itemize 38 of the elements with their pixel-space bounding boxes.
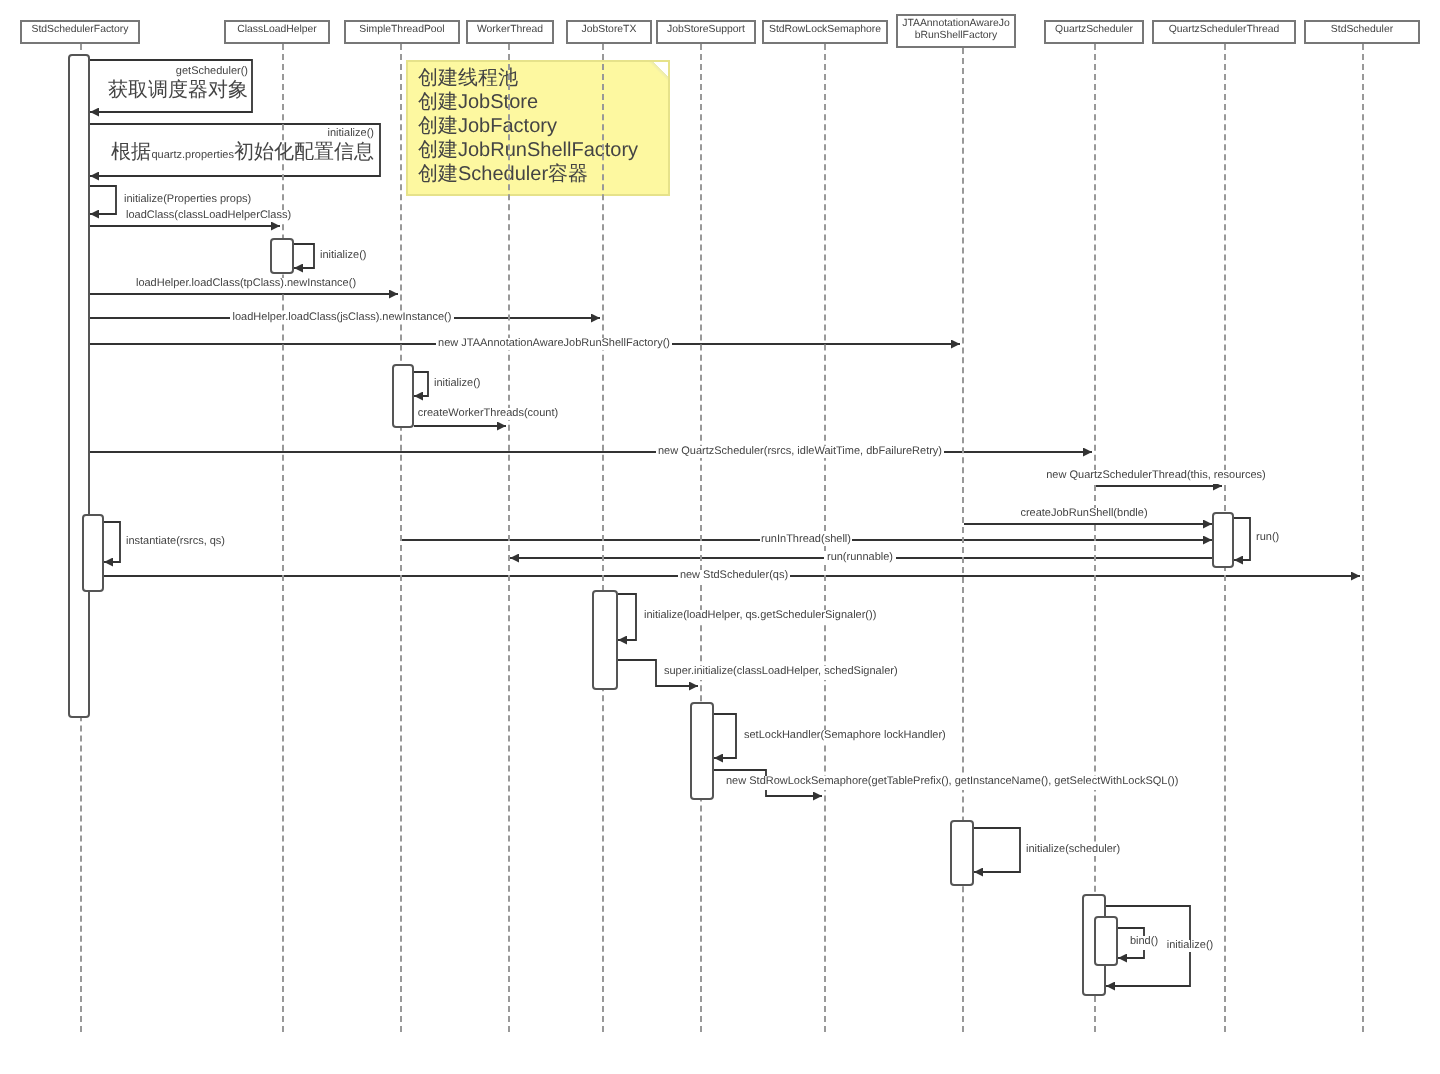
message-arrow xyxy=(713,769,823,801)
self-call-arrow xyxy=(1233,517,1251,565)
self-call-arrow xyxy=(413,371,429,401)
self-call-arrow xyxy=(617,593,637,645)
message-arrow xyxy=(89,221,281,231)
message-arrow xyxy=(103,571,1361,581)
message-arrow xyxy=(509,553,1213,563)
activation-bar xyxy=(592,590,618,690)
self-call-arrow xyxy=(1117,927,1145,963)
note-text: 创建Scheduler容器 xyxy=(418,164,591,188)
activation-bar xyxy=(82,514,104,592)
self-call-arrow xyxy=(89,59,253,117)
self-call-arrow xyxy=(89,185,117,219)
activation-bar xyxy=(392,364,414,428)
message-arrow xyxy=(401,535,1213,545)
message-arrow xyxy=(413,421,507,431)
note-text: 创建JobStore xyxy=(418,92,541,115)
activation-bar xyxy=(270,238,294,274)
activation-bar xyxy=(68,54,90,718)
self-call-arrow xyxy=(89,123,381,181)
message-arrow xyxy=(617,659,699,691)
note-text: 创建线程池 xyxy=(418,68,520,91)
self-call-arrow xyxy=(973,827,1021,877)
note-text: 创建JobFactory xyxy=(418,116,559,139)
activation-bar xyxy=(950,820,974,886)
activation-bar xyxy=(1212,512,1234,568)
message-arrow xyxy=(1095,481,1223,491)
message-arrow xyxy=(89,289,399,299)
self-call-arrow xyxy=(103,521,121,567)
lifeline xyxy=(1361,44,1366,1032)
self-call-arrow xyxy=(713,713,737,763)
activation-bar xyxy=(1094,916,1118,966)
self-call-arrow xyxy=(1105,905,1191,991)
sticky-note xyxy=(406,60,670,196)
message-arrow xyxy=(963,519,1213,529)
note-text: 创建JobRunShellFactory xyxy=(418,140,641,163)
activation-bar xyxy=(690,702,714,800)
self-call-arrow xyxy=(293,243,315,273)
